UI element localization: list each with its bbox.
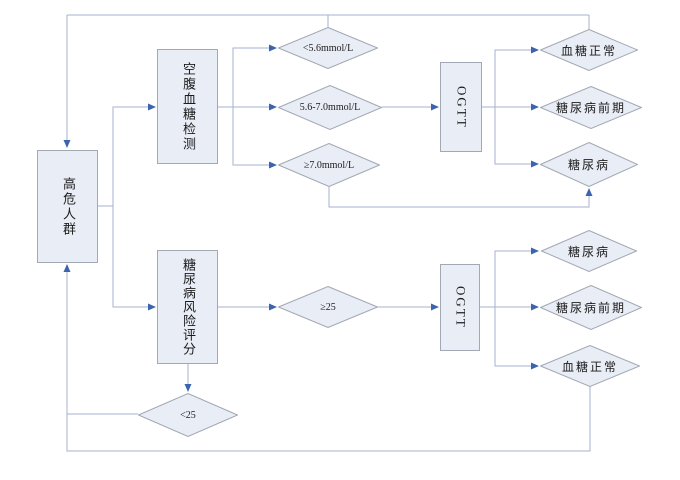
arrowhead-into-result2-prediabetes: [531, 303, 539, 311]
arrowhead-into-risk-score: [148, 303, 156, 311]
node-fasting-glucose-test: 空腹血糖检测: [157, 49, 218, 164]
outcome-1-normal-glucose: 血糖正常: [540, 29, 638, 71]
outcome-1-diabetes: 糖尿病: [540, 142, 638, 187]
decision-score-lt-25: <25: [138, 393, 238, 437]
edge-ogtt2-diabetes: [480, 250, 531, 308]
decision-fpg-5-6-to-7-0: 5.6-7.0mmol/L: [278, 85, 382, 130]
edge-highrisk-riskscore: [112, 206, 148, 308]
arrowhead-into-result1-normal: [531, 46, 539, 54]
diamond-shape: [540, 29, 638, 71]
outcome-2-normal-glucose: 血糖正常: [540, 345, 640, 387]
decision-fpg-ge-7-0-label: ≥7.0mmol/L: [303, 159, 355, 171]
diamond-shape: [138, 393, 238, 437]
outcome-2-prediabetes-label: 糖尿病前期: [555, 301, 626, 315]
node-diabetes-risk-score: 糖尿病风险评分: [157, 250, 218, 364]
arrowhead-into-result1-diabetes: [531, 160, 539, 168]
edge-fasting-lt56: [218, 47, 269, 108]
diamond-shape: [540, 142, 638, 187]
outcome-1-diabetes-label: 糖尿病: [567, 158, 610, 172]
arrowhead-up-into-result1-diabetes: [585, 188, 593, 196]
node-high-risk-population: 高危人群: [37, 150, 98, 263]
diamond-shape: [540, 86, 642, 129]
edge-lt25-return: [66, 272, 138, 415]
arrowhead-into-fasting-test: [148, 103, 156, 111]
edge-highrisk-fastingtest: [98, 106, 148, 207]
outcome-2-diabetes-label: 糖尿病: [567, 244, 610, 259]
decision-fpg-ge-7-0: ≥7.0mmol/L: [278, 143, 380, 187]
edge-ogtt1-normal: [482, 49, 531, 108]
arrowhead-up-into-high-risk: [63, 264, 71, 272]
edge-ogtt2-normal: [494, 307, 531, 367]
diamond-shape: [540, 345, 640, 387]
arrowhead-into-ogtt2: [431, 303, 439, 311]
outcome-1-prediabetes-label: 糖尿病前期: [555, 101, 626, 115]
node-ogtt-1-label: OGTT: [454, 85, 470, 129]
edge-fasting-ge70: [232, 107, 269, 166]
decision-fpg-lt-5-6-label: <5.6mmol/L: [302, 42, 354, 54]
diamond-shape: [278, 85, 382, 130]
node-high-risk-label: 高危人群: [60, 176, 76, 237]
arrowhead-down-into-high-risk: [63, 140, 71, 148]
outcome-2-diabetes: 糖尿病: [541, 230, 637, 272]
diamond-shape: [541, 230, 637, 272]
edge-bottom-return-loop: [66, 272, 591, 452]
outcome-1-prediabetes: 糖尿病前期: [540, 86, 642, 129]
diamond-shape: [278, 143, 380, 187]
outcome-2-prediabetes: 糖尿病前期: [540, 285, 642, 330]
arrowhead-into-result2-normal: [531, 362, 539, 370]
node-fasting-glucose-test-label: 空腹血糖检测: [180, 61, 196, 152]
diamond-shape: [278, 27, 378, 69]
arrowhead-into-lt25: [184, 384, 192, 392]
arrowhead-into-56to70: [269, 103, 277, 111]
node-ogtt-1: OGTT: [440, 62, 482, 152]
diamond-shape: [278, 286, 378, 328]
arrowhead-into-ge25: [269, 303, 277, 311]
arrowhead-into-result1-prediabetes: [531, 103, 539, 111]
arrowhead-into-ogtt1: [431, 103, 439, 111]
node-diabetes-risk-score-label: 糖尿病风险评分: [180, 258, 196, 356]
edge-top-return-loop: [66, 14, 590, 140]
decision-fpg-lt-5-6: <5.6mmol/L: [278, 27, 378, 69]
decision-score-ge-25-label: ≥25: [320, 301, 336, 313]
diamond-shape: [540, 285, 642, 330]
outcome-2-normal-glucose-label: 血糖正常: [561, 359, 618, 374]
node-ogtt-2-label: OGTT: [453, 286, 469, 329]
outcome-1-normal-glucose-label: 血糖正常: [560, 43, 617, 58]
edge-ge70-diabetes: [328, 187, 590, 208]
node-ogtt-2: OGTT: [440, 264, 480, 351]
arrowhead-into-ge70: [269, 161, 277, 169]
decision-fpg-5-6-to-7-0-label: 5.6-7.0mmol/L: [299, 102, 361, 113]
arrowhead-into-result2-diabetes: [531, 247, 539, 255]
decision-score-lt-25-label: <25: [180, 409, 196, 421]
arrowhead-into-lt56: [269, 44, 277, 52]
edge-ogtt1-diabetes: [494, 107, 531, 165]
decision-score-ge-25: ≥25: [278, 286, 378, 328]
